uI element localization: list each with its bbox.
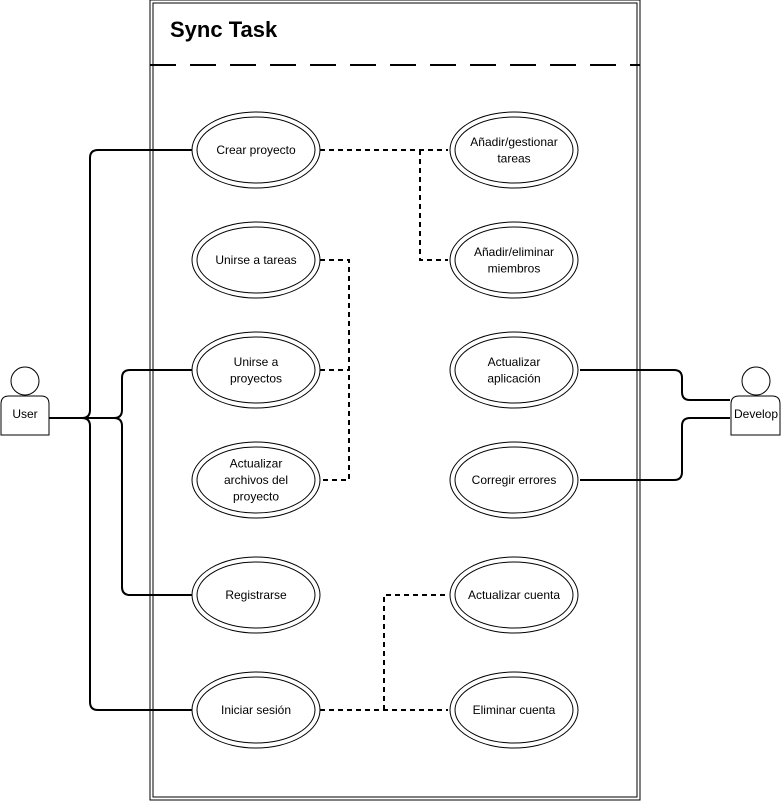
- assoc-dev-corregir-errores: [580, 417, 730, 481]
- use-case-actualizar-cuenta[interactable]: Actualizar cuenta: [449, 556, 579, 634]
- use-case-label: aplicación: [487, 371, 540, 385]
- user-associations: [48, 149, 192, 711]
- assoc-user-registrarse: [48, 417, 192, 596]
- use-case-crear-proyecto[interactable]: Crear proyecto: [191, 111, 321, 189]
- use-case-label: Actualizar cuenta: [468, 588, 560, 602]
- actor-developer[interactable]: Develop: [730, 366, 781, 436]
- rel-crear-gestionar-miembros: [419, 150, 448, 261]
- user-actor-label: User: [12, 407, 37, 421]
- use-case-iniciar-sesion[interactable]: Iniciar sesión: [191, 671, 321, 749]
- use-case-label: proyectos: [230, 371, 282, 385]
- user-actor-body: [0, 395, 50, 436]
- developer-actor-head: [741, 366, 771, 396]
- use-case-eliminar-cuenta[interactable]: Eliminar cuenta: [449, 671, 579, 749]
- use-case-label: proyecto: [233, 490, 279, 504]
- use-case-unirse-tareas[interactable]: Unirse a tareas: [191, 221, 321, 299]
- use-case-actualizar-app[interactable]: Actualizar aplicación: [449, 331, 579, 409]
- use-case-label: Crear proyecto: [216, 143, 296, 157]
- use-case-inner-ellipse: [196, 676, 316, 744]
- use-case-inner-ellipse: [454, 116, 574, 184]
- use-case-label: Añadir/gestionar: [470, 135, 557, 149]
- use-case-label: Registrarse: [225, 588, 287, 602]
- user-actor-head: [10, 366, 40, 396]
- use-case-corregir-errores[interactable]: Corregir errores: [449, 441, 579, 519]
- use-case-label: archivos del: [224, 473, 288, 487]
- use-case-label: Añadir/eliminar: [474, 245, 554, 259]
- use-case-label: miembros: [488, 261, 541, 275]
- use-case-inner-ellipse: [454, 676, 574, 744]
- use-case-inner-ellipse: [196, 446, 316, 514]
- use-case-inner-ellipse: [454, 446, 574, 514]
- assoc-user-iniciar-sesion: [48, 417, 192, 711]
- use-case-label: Unirse a: [234, 355, 279, 369]
- use-case-inner-ellipse: [196, 336, 316, 404]
- use-case-label: Actualizar: [230, 457, 283, 471]
- use-case-registrarse[interactable]: Registrarse: [191, 556, 321, 634]
- use-case-label: Actualizar: [488, 355, 541, 369]
- use-case-gestionar-tareas[interactable]: Añadir/gestionar tareas: [449, 111, 579, 189]
- developer-actor-label: Develop: [734, 407, 778, 421]
- use-case-inner-ellipse: [196, 226, 316, 294]
- use-case-inner-ellipse: [454, 336, 574, 404]
- developer-associations: [580, 369, 730, 481]
- use-case-unirse-proyectos[interactable]: Unirse a proyectos: [191, 331, 321, 409]
- assoc-dev-actualizar-app: [580, 369, 730, 401]
- use-case-inner-ellipse: [196, 116, 316, 184]
- dashed-relationships: [320, 149, 448, 711]
- use-case-label: tareas: [497, 151, 530, 165]
- use-case-label: Unirse a tareas: [215, 253, 296, 267]
- system-title: Sync Task: [170, 17, 278, 42]
- actor-user[interactable]: User: [0, 366, 50, 436]
- use-case-inner-ellipse: [196, 561, 316, 629]
- developer-actor-body: [730, 395, 781, 436]
- use-case-label: Iniciar sesión: [221, 703, 291, 717]
- use-case-label: Eliminar cuenta: [473, 703, 556, 717]
- rel-sesion-actualizar-cuenta: [383, 594, 448, 710]
- use-case-inner-ellipse: [454, 226, 574, 294]
- use-case-actualizar-archivos[interactable]: Actualizar archivos del proyecto: [191, 441, 321, 519]
- use-case-label: Corregir errores: [472, 473, 557, 487]
- use-case-inner-ellipse: [454, 561, 574, 629]
- use-case-gestionar-miembros[interactable]: Añadir/eliminar miembros: [449, 221, 579, 299]
